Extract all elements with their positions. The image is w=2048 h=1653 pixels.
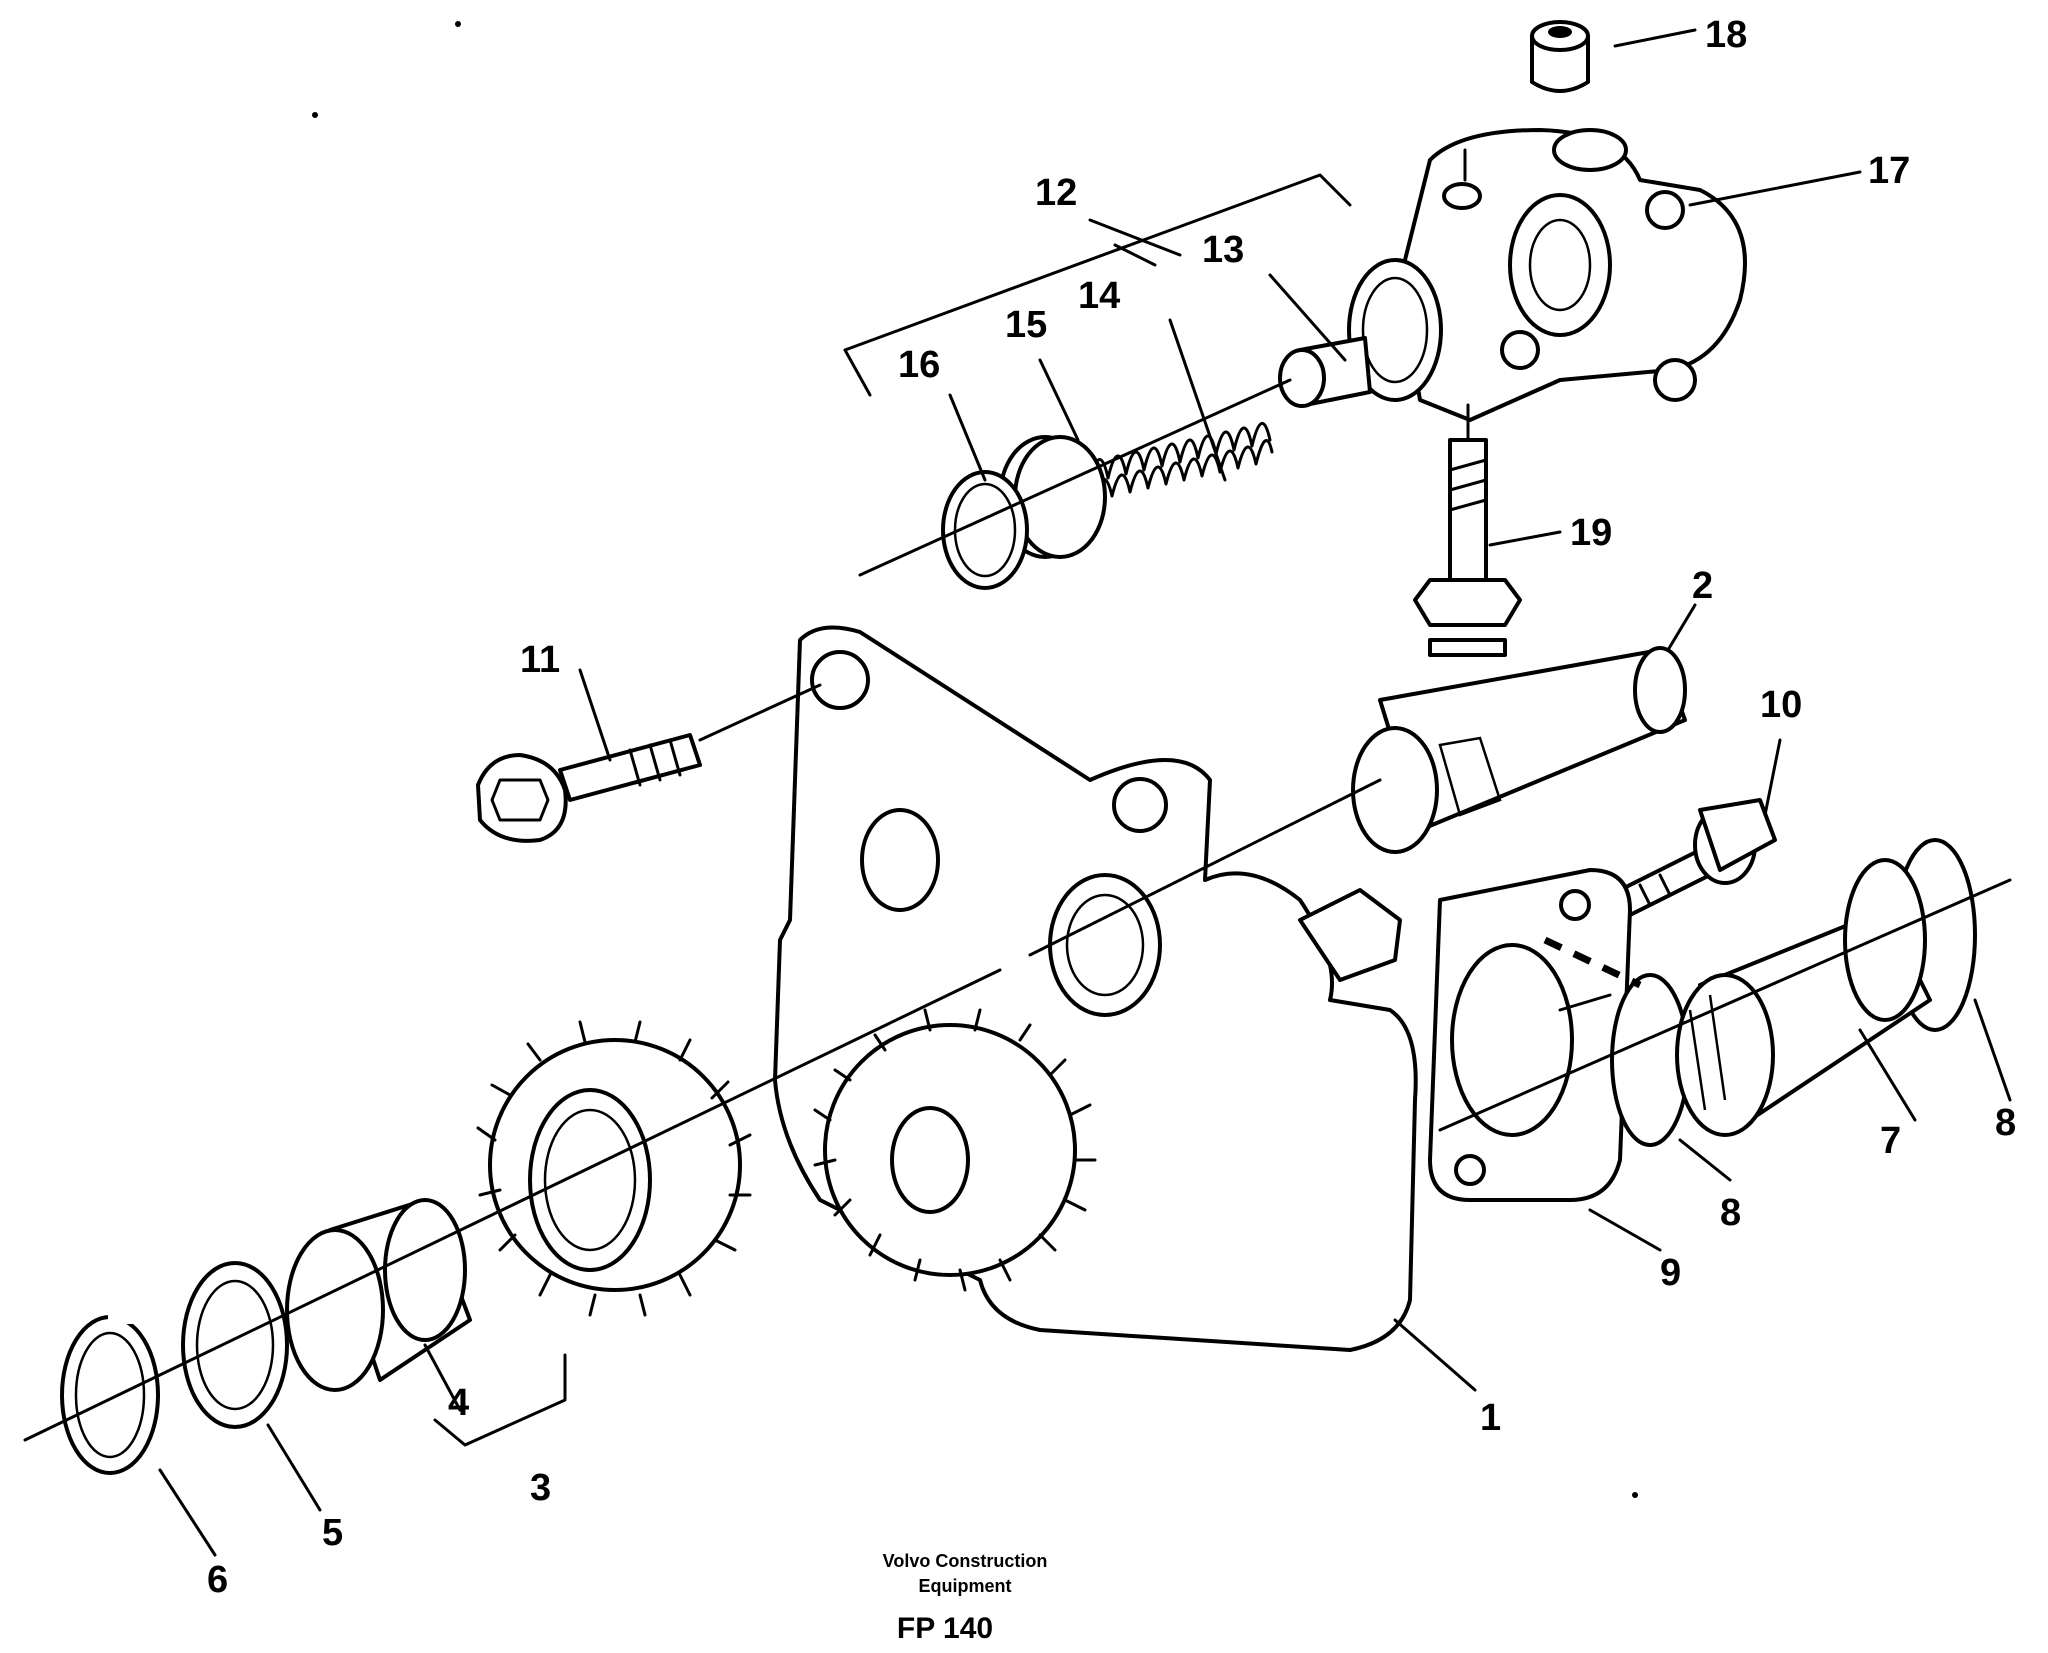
label-12: 12: [1035, 172, 1077, 214]
label-8-right: 8: [1995, 1102, 2016, 1144]
part-6-circlip: [60, 1310, 160, 1475]
leader-lines: [158, 28, 2012, 1557]
caption-company-line2: Equipment: [919, 1576, 1012, 1596]
dashed-guide: [1543, 936, 1642, 989]
label-18: 18: [1705, 14, 1747, 56]
specks: [312, 21, 1638, 1498]
label-17: 17: [1868, 150, 1910, 192]
label-5: 5: [322, 1512, 343, 1554]
label-4: 4: [448, 1382, 469, 1424]
valve-housing: [1347, 128, 1747, 422]
part-9-flange: [1428, 868, 1632, 1202]
label-16: 16: [898, 344, 940, 386]
label-8-middle: 8: [1720, 1192, 1741, 1234]
pump-gear: [813, 1008, 1097, 1292]
part-4-bushing: [285, 1198, 472, 1392]
part-13-plunger: [1278, 336, 1372, 408]
label-1: 1: [1480, 1397, 1501, 1439]
label-11: 11: [520, 639, 560, 681]
caption-code: FP 140: [897, 1612, 993, 1645]
part-3-gear: [476, 1020, 752, 1317]
part-5-washer: [181, 1261, 289, 1429]
bracket-3: [433, 1353, 567, 1447]
part-labels: 18 17 12 13 14 15 16 19 2 11 10 8 7 8 9 …: [207, 14, 2016, 1601]
part-7-bushing: [1675, 858, 1932, 1137]
label-7: 7: [1880, 1120, 1901, 1162]
part-19-bolt: [1413, 438, 1522, 657]
bracket-12: [843, 173, 1352, 397]
label-19: 19: [1570, 512, 1612, 554]
centre-lines: [23, 148, 2012, 1442]
label-2: 2: [1692, 565, 1713, 607]
label-13: 13: [1202, 229, 1244, 271]
label-3: 3: [530, 1467, 551, 1509]
part-2-shaft: [1351, 646, 1687, 854]
caption-company-line1: Volvo Construction: [883, 1551, 1048, 1571]
caption-block: Volvo Construction Equipment FP 140: [883, 1551, 1048, 1645]
label-15: 15: [1005, 304, 1047, 346]
label-9: 9: [1660, 1252, 1681, 1294]
label-6: 6: [207, 1559, 228, 1601]
label-10: 10: [1760, 684, 1802, 726]
part-16-circlip: [941, 470, 1029, 590]
label-14: 14: [1078, 275, 1120, 317]
part-18-cap: [1530, 20, 1590, 93]
part-11-bolt: [476, 733, 702, 843]
part-14-spring: [1088, 422, 1274, 502]
